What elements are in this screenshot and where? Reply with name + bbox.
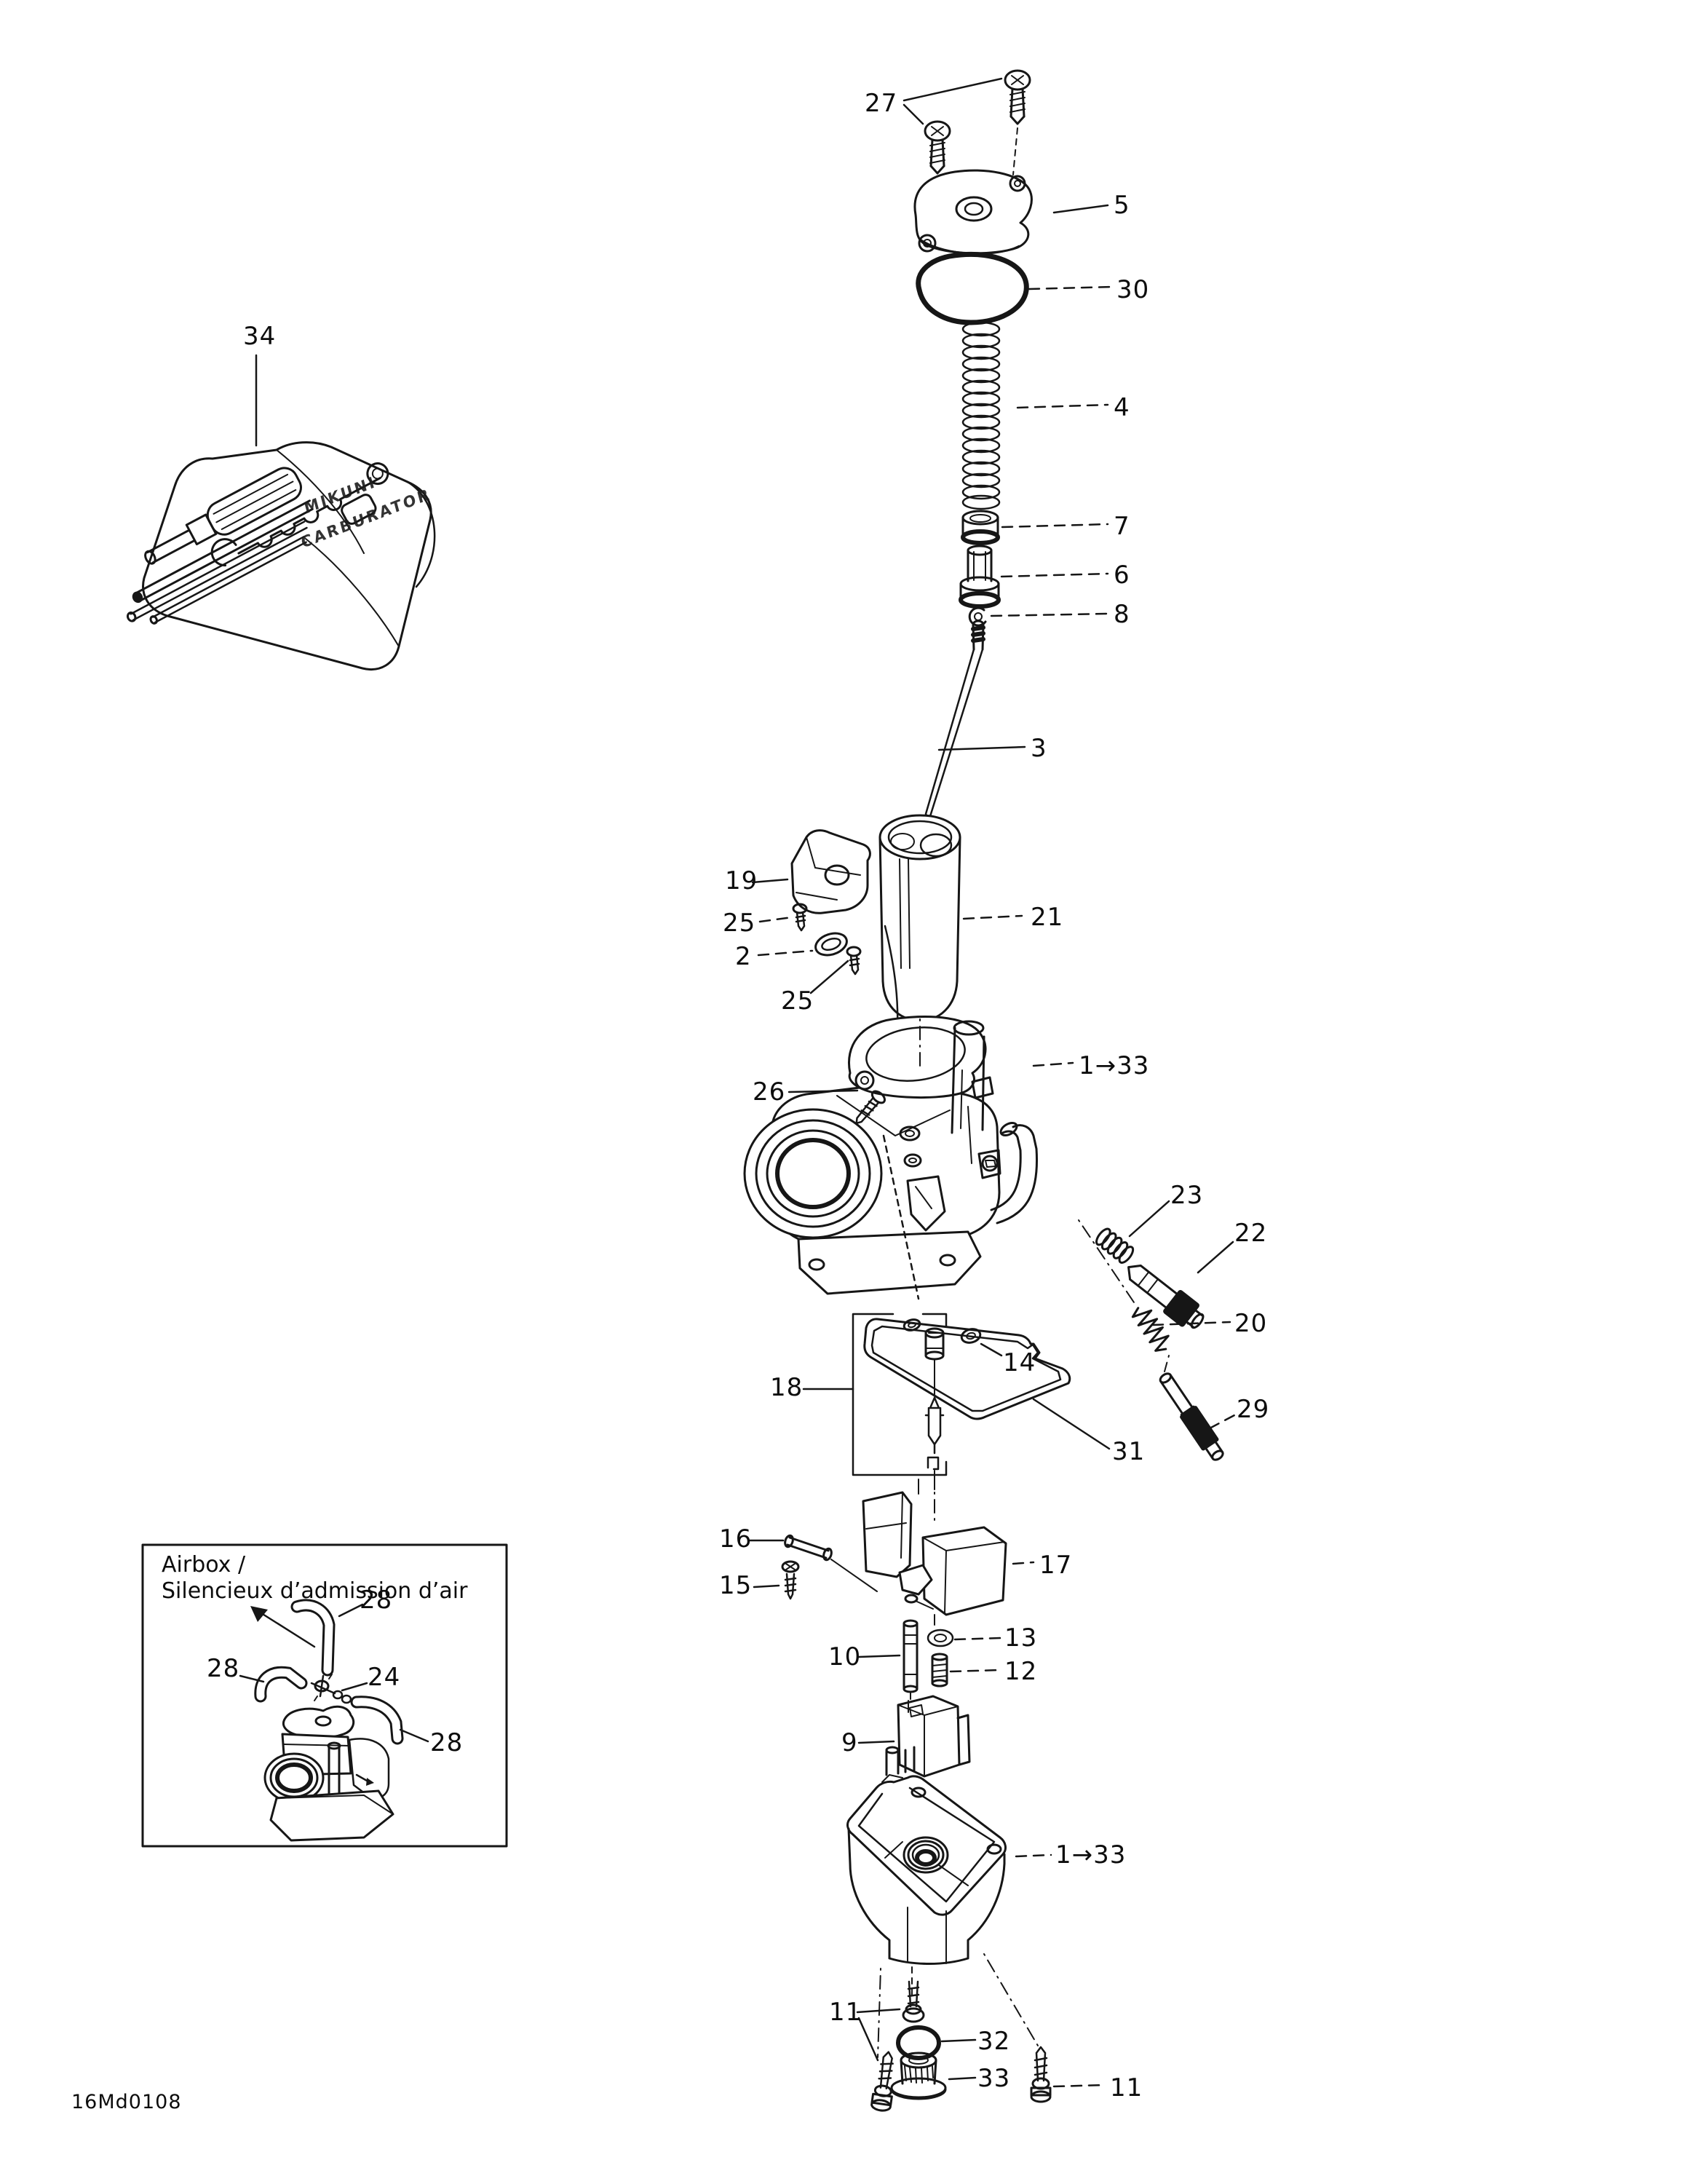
leader-23	[1128, 1200, 1170, 1238]
bowl-screw-11-right	[1030, 2046, 1052, 2103]
spring-seat-7	[961, 510, 1109, 545]
jet-oring	[903, 1318, 921, 1332]
oring-32	[896, 2025, 977, 2060]
e-clip-8	[968, 606, 1109, 627]
callout-11-left: 11	[829, 1998, 862, 2027]
cable-axis-line	[1078, 1219, 1136, 1305]
callout-33: 33	[977, 2064, 1011, 2093]
bracket-18	[802, 1313, 948, 1476]
inset-box	[141, 1543, 508, 1848]
callout-3: 3	[1031, 734, 1047, 763]
needle-valve	[924, 1396, 945, 1521]
arm-gasket-2	[814, 932, 848, 957]
callout-1-33-top: 1→33	[1079, 1051, 1150, 1080]
inset-leaders	[239, 1603, 429, 1743]
leader-29	[1208, 1414, 1236, 1430]
float-pin-16	[748, 1534, 878, 1592]
callout-6: 6	[1114, 561, 1130, 590]
leader-20	[1151, 1321, 1231, 1326]
cable-holder-6	[959, 545, 1109, 609]
callout-17: 17	[1039, 1551, 1073, 1580]
callout-31: 31	[1112, 1437, 1146, 1466]
callout-13: 13	[1004, 1623, 1038, 1653]
callout-28-left: 28	[207, 1654, 240, 1683]
callout-18: 18	[770, 1373, 804, 1402]
inset-hoses	[254, 1599, 404, 1745]
callout-16: 16	[719, 1524, 753, 1554]
leader-22	[1197, 1241, 1234, 1274]
inset-title-fr: Silencieux d’admission d’air	[162, 1578, 468, 1604]
callout-27: 27	[865, 89, 898, 118]
drain-screw-top	[902, 1980, 925, 2023]
callout-8: 8	[1114, 600, 1130, 629]
cable-axis-line2	[1164, 1355, 1170, 1372]
idle-screw-22	[1127, 1265, 1205, 1329]
callout-2: 2	[735, 942, 752, 971]
callout-10: 10	[828, 1642, 862, 1671]
bottom-leaders	[856, 2008, 1106, 2088]
callout-28-top: 28	[360, 1586, 393, 1615]
carb-top-cover-5	[913, 169, 1109, 255]
callout-26: 26	[753, 1077, 786, 1107]
bottom-alignment-lines	[877, 1953, 1039, 2058]
screw-25-lower	[809, 946, 862, 994]
callout-30: 30	[1116, 275, 1150, 304]
inset-carburetor	[263, 1705, 394, 1842]
leader-2	[757, 949, 814, 957]
bowl-screw-11-left	[870, 2051, 894, 2112]
inset-arrow-to-airbox	[250, 1606, 316, 1648]
needle-jet-10	[857, 1619, 919, 1700]
pilot-jet-12	[931, 1653, 1001, 1688]
callout-24: 24	[368, 1663, 401, 1692]
screw-27-right	[1004, 69, 1031, 175]
oring-13	[927, 1629, 1001, 1647]
float-17	[862, 1479, 1035, 1626]
callout-11-right: 11	[1110, 2073, 1143, 2102]
callout-25-upper: 25	[723, 909, 756, 938]
callout-23: 23	[1170, 1181, 1204, 1210]
carburetor-body	[743, 1016, 1074, 1295]
screw-15	[753, 1560, 800, 1600]
callout-1-33-bottom: 1→33	[1055, 1840, 1127, 1870]
idle-spring-23	[1095, 1227, 1135, 1264]
screw-26	[788, 1089, 920, 1300]
callout-22: 22	[1234, 1219, 1268, 1248]
inset-title-en: Airbox /	[162, 1552, 246, 1578]
leader-14	[980, 1342, 1003, 1357]
callout-20: 20	[1234, 1309, 1268, 1338]
callout-29: 29	[1237, 1395, 1270, 1424]
cable-spring-20	[1131, 1307, 1170, 1352]
throttle-arm-19	[751, 829, 871, 914]
washer-14	[960, 1328, 982, 1344]
cable-adjuster-29	[1159, 1372, 1224, 1461]
main-jet	[924, 1327, 945, 1397]
callout-5: 5	[1114, 191, 1130, 220]
bowl-gasket-31	[863, 1318, 1111, 1450]
t-fitting-24	[310, 1674, 352, 1704]
screw-25-upper	[758, 903, 808, 932]
callout-28-bottom: 28	[430, 1728, 464, 1757]
slide-spring-4	[961, 321, 1109, 510]
float-bowl	[846, 1746, 1052, 1965]
callout-19: 19	[725, 866, 758, 895]
leader-27	[903, 77, 1003, 125]
callout-12: 12	[1004, 1657, 1038, 1686]
callout-25-lower: 25	[781, 986, 814, 1016]
callout-21: 21	[1031, 903, 1064, 932]
callout-34: 34	[243, 322, 277, 351]
tool-kit-34	[126, 354, 436, 670]
callout-14: 14	[1003, 1348, 1036, 1377]
callout-15: 15	[719, 1571, 753, 1600]
callout-9: 9	[841, 1728, 858, 1757]
cover-gasket-30	[916, 251, 1114, 325]
callout-4: 4	[1114, 393, 1130, 422]
figure-code: 16Md0108	[71, 2091, 182, 2113]
plug-33	[890, 2052, 977, 2100]
jet-needle-3	[924, 620, 1026, 823]
callout-7: 7	[1114, 512, 1130, 541]
callout-32: 32	[977, 2027, 1011, 2056]
